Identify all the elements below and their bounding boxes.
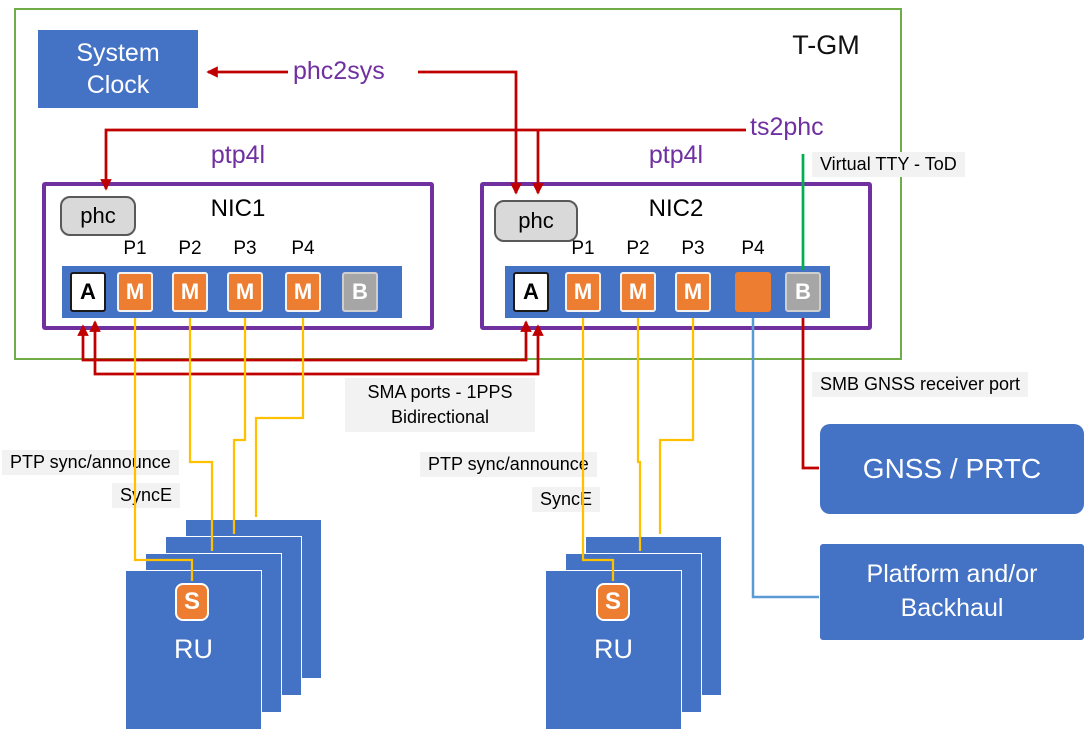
smb-gnss-port-label: SMB GNSS receiver port: [812, 372, 1029, 397]
system-clock-line1: System: [76, 38, 160, 67]
nic2-port-label-p4: P4: [741, 238, 765, 259]
nic2-port-b: B: [785, 272, 821, 312]
nic1-ptp4l-label: ptp4l: [210, 141, 266, 169]
nic1-port-label-p4: P4: [291, 238, 315, 259]
synce-label-1: SyncE: [112, 483, 181, 508]
virtual-tty-tod-label: Virtual TTY - ToD: [812, 152, 965, 177]
nic1-port-label-p1: P1: [123, 238, 147, 259]
sma-ports-label-line2: Bidirectional: [390, 407, 490, 428]
nic1-port-m3: M: [227, 272, 263, 312]
nic2-port-label-p1: P1: [571, 238, 595, 259]
ts2phc-label: ts2phc: [750, 113, 824, 141]
nic1-port-a: A: [70, 272, 106, 312]
tgm-title: T-GM: [792, 30, 860, 60]
phc2sys-label: phc2sys: [293, 57, 385, 85]
ptp-sync-announce-label-1: PTP sync/announce: [2, 450, 179, 475]
platform-backhaul-box: Platform and/or Backhaul: [820, 544, 1084, 640]
ru1-s-port: S: [175, 583, 209, 621]
nic2-port-blank: [735, 272, 771, 312]
nic1-phc-box: phc: [60, 196, 136, 236]
nic2-port-label-p3: P3: [681, 238, 705, 259]
ptp-sync-announce-label-2: PTP sync/announce: [420, 452, 597, 477]
nic2-port-label-p2: P2: [626, 238, 650, 259]
nic1-port-label-p3: P3: [233, 238, 257, 259]
nic1-port-label-p2: P2: [178, 238, 202, 259]
nic1-port-m2: M: [172, 272, 208, 312]
nic2-port-m3: M: [675, 272, 711, 312]
platform-backhaul-line2: Backhaul: [900, 594, 1004, 622]
nic1-title: NIC1: [210, 195, 266, 222]
nic1-port-m1: M: [117, 272, 153, 312]
nic2-port-m1: M: [565, 272, 601, 312]
synce-label-2: SyncE: [532, 487, 601, 512]
nic2-port-bar: [505, 266, 830, 318]
ru2-s-port: S: [596, 583, 630, 621]
gnss-prtc-box: GNSS / PRTC: [820, 424, 1084, 514]
sma-ports-label-line1: SMA ports - 1PPS: [367, 382, 513, 402]
nic1-port-m4: M: [285, 272, 321, 312]
system-clock-box: System Clock: [38, 30, 198, 108]
sma-ports-label: SMA ports - 1PPS Bidirectional: [345, 378, 535, 433]
ru1-label: RU: [174, 634, 213, 664]
ru2-label: RU: [594, 634, 633, 664]
nic2-phc-box: phc: [494, 200, 578, 242]
nic2-port-a: A: [513, 272, 549, 312]
platform-backhaul-line1: Platform and/or: [866, 560, 1038, 589]
system-clock-line2: Clock: [86, 71, 150, 99]
nic2-title: NIC2: [648, 195, 704, 222]
nic1-port-b: B: [342, 272, 378, 312]
nic2-port-m2: M: [620, 272, 656, 312]
